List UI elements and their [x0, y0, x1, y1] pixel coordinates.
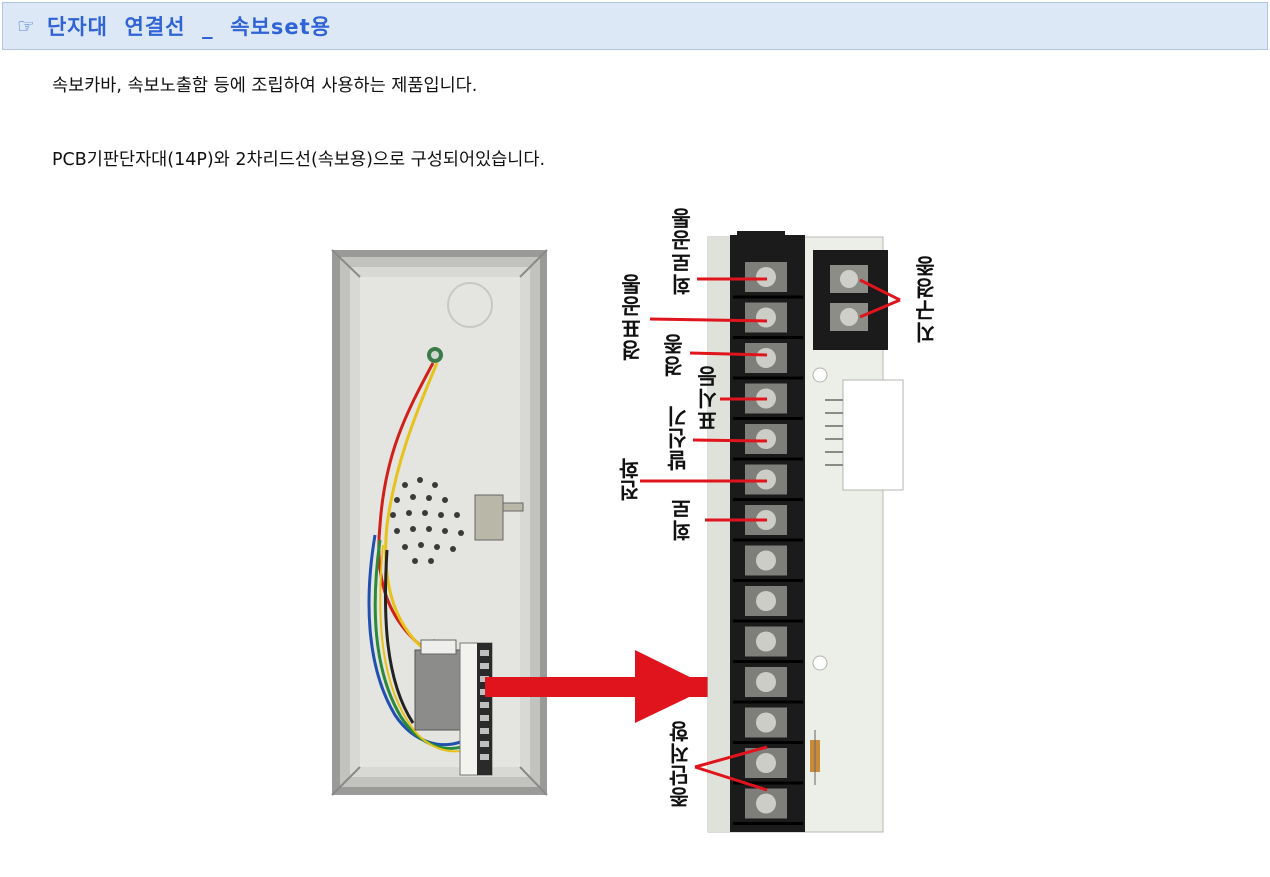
terminal-screw-head [756, 793, 776, 814]
terminal-screw-head [756, 591, 776, 611]
description-line-2: PCB기판단자대(14P)와 2차리드선(속보용)으로 구성되어있습니다. [52, 150, 546, 170]
terminal-screw-head [756, 672, 776, 692]
label-phone: 전화 [618, 457, 642, 501]
label-transmitter: 발신기 [666, 405, 690, 471]
terminal-board [707, 231, 904, 833]
label-circuit-common: 회로공통 [670, 207, 694, 295]
connection-arrow [485, 650, 710, 723]
terminal-screw-head [756, 429, 776, 449]
section-title: 단자대 연결선 _ 속보set용 [46, 15, 331, 39]
label-alarm-common: 경표공통 [620, 273, 644, 361]
label-end-resistor: 종단저항 [668, 720, 692, 808]
label-circuit: 회로 [670, 497, 694, 541]
description-line-1: 속보카바, 속보노출함 등에 조립하여 사용하는 제품입니다. [52, 76, 478, 96]
terminal-screw-head [756, 712, 776, 733]
product-illustration [331, 231, 904, 833]
section-title-bar: ☞ 단자대 연결선 _ 속보set용 [2, 2, 1268, 50]
terminal-screw-head [756, 753, 776, 773]
terminal-screw-head [756, 267, 776, 287]
label-indicator-lamp: 표시등 [696, 365, 720, 431]
label-district-bell: 지구경종 [914, 255, 938, 343]
terminal-screw-head [756, 307, 776, 328]
terminal-screw-head [756, 550, 776, 571]
label-bell: 경종 [662, 333, 686, 377]
terminal-screw-head [756, 631, 776, 652]
enclosure-box [331, 249, 548, 796]
pointing-hand-icon: ☞ [17, 14, 35, 38]
terminal-screw-head [756, 348, 776, 368]
product-figure: 회로공통 경표공통 경종 표시등 발신기 전화 회로 종단저항 지구경종 [325, 195, 940, 845]
pointer-lines [640, 277, 901, 792]
